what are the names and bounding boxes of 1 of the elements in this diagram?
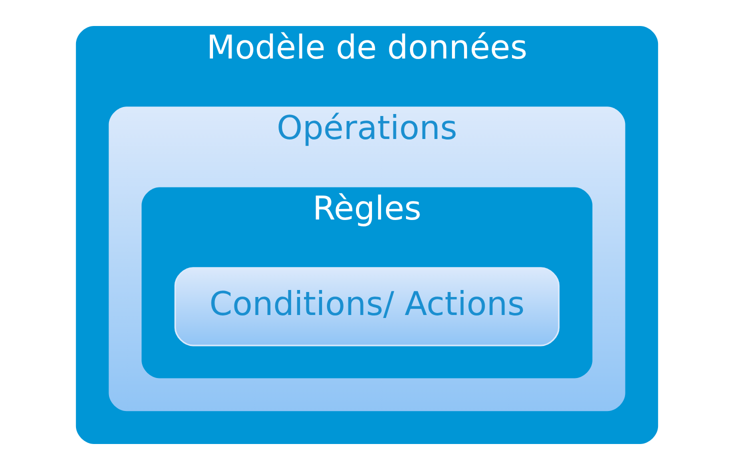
node-box: Conditions/ Actions bbox=[174, 267, 560, 346]
